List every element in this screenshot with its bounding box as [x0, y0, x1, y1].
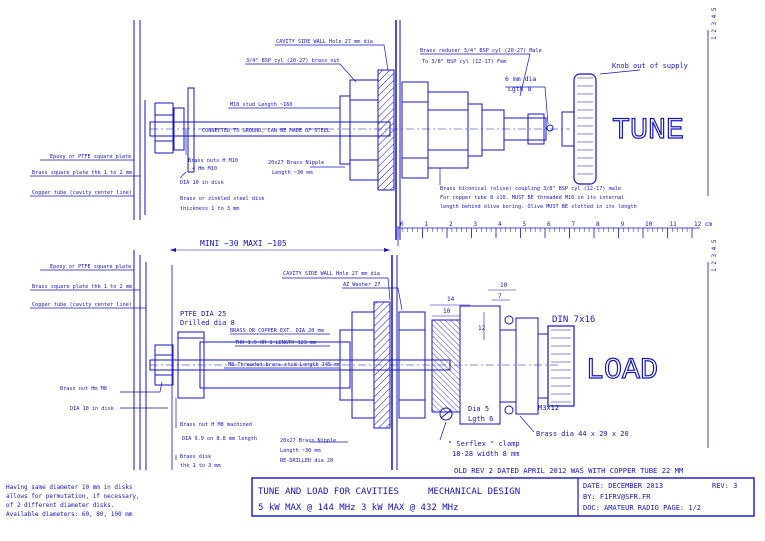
title-block-author: BY: F1FRV@SFR.FR [583, 493, 651, 501]
note-line-2: allows for permutation, if necessary, [6, 493, 140, 500]
load-nut-m8-label: Brass nut Hm M8 [60, 386, 107, 392]
load-epoxy-label: Epoxy or PTFE square plate [50, 264, 131, 270]
tune-ground-label: CONNECTED TO GROUND, CAN BE MADE OF STEE… [202, 128, 330, 134]
load-dim-12: 12 [478, 325, 486, 332]
load-lgth6-label: Lgth 6 [468, 415, 493, 423]
ruler-tick-label: 6 [547, 221, 551, 228]
ruler-tick-label: 5 [523, 221, 527, 228]
ruler-tick-label: 3 [474, 221, 478, 228]
load-dia99-label: DIA 9.9 on 8.8 mm length [182, 436, 257, 442]
tune-cavity-wall-label: CAVITY SIDE WALL Hole 27 mm dia [276, 39, 373, 45]
load-dim-14: 14 [447, 296, 455, 303]
load-dim-7: 7 [498, 293, 502, 300]
load-ptfe-drill-label: Drilled dia 8 [180, 319, 235, 327]
tune-reducer-label-2: To 3/8" BSP cyl (12-17) Fem [422, 59, 506, 65]
tune-brass-plate-label: Brass square plate thk 1 to 2 mm [32, 170, 132, 176]
load-dia10-label: DIA 10 in disk [70, 406, 115, 412]
load-title: LOAD [586, 354, 658, 388]
load-mini-maxi-label: MINI ~30 MAXI ~105 [200, 239, 287, 248]
tune-brass-nut-label: 3/4" BSP cyl (20-27) brass nut [246, 58, 340, 64]
load-m3-label: M3x12 [538, 404, 559, 412]
load-din-label: DIN 7x16 [552, 315, 595, 325]
tune-disk-thk-label: thickness 1 to 3 mm [180, 206, 239, 212]
tune-olive-label-2: For copper tube 8 x10. MUST BE threaded … [440, 195, 624, 201]
load-nut-machined-label: Brass nut H M8 machined [180, 422, 252, 428]
side-scale-bottom-label: 1 2 3 4 5 [711, 239, 718, 272]
load-cavity-wall-label: CAVITY SIDE WALL Hole 27 mm dia [283, 271, 380, 277]
load-dim-10b: 10 [500, 282, 508, 289]
ruler-tick-label: 0 [400, 221, 404, 228]
tune-hm10-label: + Hm M10 [192, 166, 217, 172]
load-dia5-label: Dia 5 [468, 405, 489, 413]
ruler-tick-label: 11 [670, 221, 678, 228]
title-block-rev: REV: 3 [712, 482, 737, 490]
tune-dia10-label: DIA 10 in disk [180, 180, 225, 186]
note-line-1: Having same diameter 10 mm in disks [6, 484, 133, 491]
tune-knob-label: Knob out of supply [612, 62, 688, 70]
tune-reducer-label: Brass reducer 3/4" BSP cyl (20-27) Male [420, 48, 542, 54]
tune-stud-label: M10 stud Length ~160 [230, 102, 292, 108]
load-nipple-label: 20x27 Brass Nipple [280, 438, 336, 444]
ruler-tick-label: 1 [425, 221, 429, 228]
footer: OLD REV 2 DATED APRIL 2012 WAS WITH COPP… [6, 466, 755, 518]
tune-nuts-label: Brass nuts H M10 [188, 158, 238, 164]
tune-assembly [30, 20, 641, 240]
tune-title: TUNE [612, 114, 684, 148]
tune-copper-label: Copper tube (cavity center line) [32, 190, 132, 196]
old-rev-note: OLD REV 2 DATED APRIL 2012 WAS WITH COPP… [454, 466, 684, 475]
title-block-date: DATE: DECEMBER 2013 [583, 482, 663, 490]
ruler-tick-label: 9 [621, 221, 625, 228]
title-block-title: TUNE AND LOAD FOR CAVITIES [258, 487, 399, 497]
load-m8stud-label: M8 Threaded brass stud Length 145 mm [228, 362, 340, 368]
ruler-tick-label: 12 cm [694, 221, 712, 228]
title-block [251, 477, 755, 517]
load-labels: MINI ~30 MAXI ~105 CAVITY SIDE WALL Hole… [32, 239, 659, 469]
load-serflex-label: " Serflex " clamp [448, 440, 520, 448]
title-block-design: MECHANICAL DESIGN [428, 487, 520, 497]
load-nipple-length-label: Length ~30 mm [280, 448, 321, 454]
tune-nipple-length-label: Length ~30 mm [272, 170, 313, 176]
title-block-power: 5 kW MAX @ 144 MHz 3 kW MAX @ 432 MHz [258, 503, 458, 513]
load-assembly [30, 248, 575, 470]
tune-nipple-label: 20x27 Brass Nipple [268, 160, 324, 166]
tune-olive-label: Brass biconical (olive) coupling 3/8" BS… [440, 186, 621, 192]
tune-epoxy-label: Epoxy or PTFE square plate [50, 154, 131, 160]
load-nipple-drill-label: RE-DRILLED dia 20 [280, 458, 333, 464]
tune-lgth8-label: Lgth 8 [508, 85, 532, 93]
side-scale-bottom: 1 2 3 4 5 [707, 239, 718, 448]
title-block-doc: DOC: AMATEUR RADIO PAGE: 1/2 [583, 504, 701, 512]
side-scale-top: 1 2 3 4 5 [707, 7, 718, 196]
tune-labels: CAVITY SIDE WALL Hole 27 mm dia 3/4" BSP… [32, 39, 688, 212]
load-disk-label: Brass disk [180, 454, 212, 460]
tune-disk-label: Brass or zinkled steel disk [180, 196, 265, 202]
side-scale-top-label: 1 2 3 4 5 [711, 7, 718, 40]
ruler: 0 1 2 3 4 5 6 7 8 9 10 11 12 cm [397, 221, 712, 246]
ruler-tick-label: 10 [645, 221, 653, 228]
load-washer-label: AZ Washer 27 [343, 282, 380, 288]
load-tube-ext-label: BRASS OR COPPER EXT. DIA 20 mm [230, 328, 324, 334]
load-disk-thk-label: thk 1 to 3 mm [180, 463, 221, 469]
load-brass-dia-label: Brass dia 44 x 29 x 20 [536, 430, 629, 438]
tune-dia6-label: 6 mm dia [505, 75, 536, 83]
load-copper-label: Copper tube (cavity center line) [32, 302, 132, 308]
ruler-tick-label: 7 [572, 221, 576, 228]
load-serflex-width-label: 18-28 width 8 mm [452, 450, 519, 458]
ruler-tick-label: 8 [596, 221, 600, 228]
ruler-tick-label: 4 [498, 221, 502, 228]
load-thk-label: THK 1.5 OR 1 LENGTH 123 mm [235, 340, 316, 346]
tune-olive-label-3: length behind olive boring. Olive MUST B… [440, 204, 637, 210]
ruler-tick-label: 2 [449, 221, 453, 228]
load-dim-10a: 10 [443, 308, 451, 315]
note-line-3: of 2 different diameter disks. [6, 502, 114, 509]
load-ptfe-label: PTFE DIA 25 [180, 310, 226, 318]
load-brass-plate-label: Brass square plate thk 1 to 2 mm [32, 284, 132, 290]
note-line-4: Available diameters: 60, 80, 100 mm [6, 511, 133, 518]
